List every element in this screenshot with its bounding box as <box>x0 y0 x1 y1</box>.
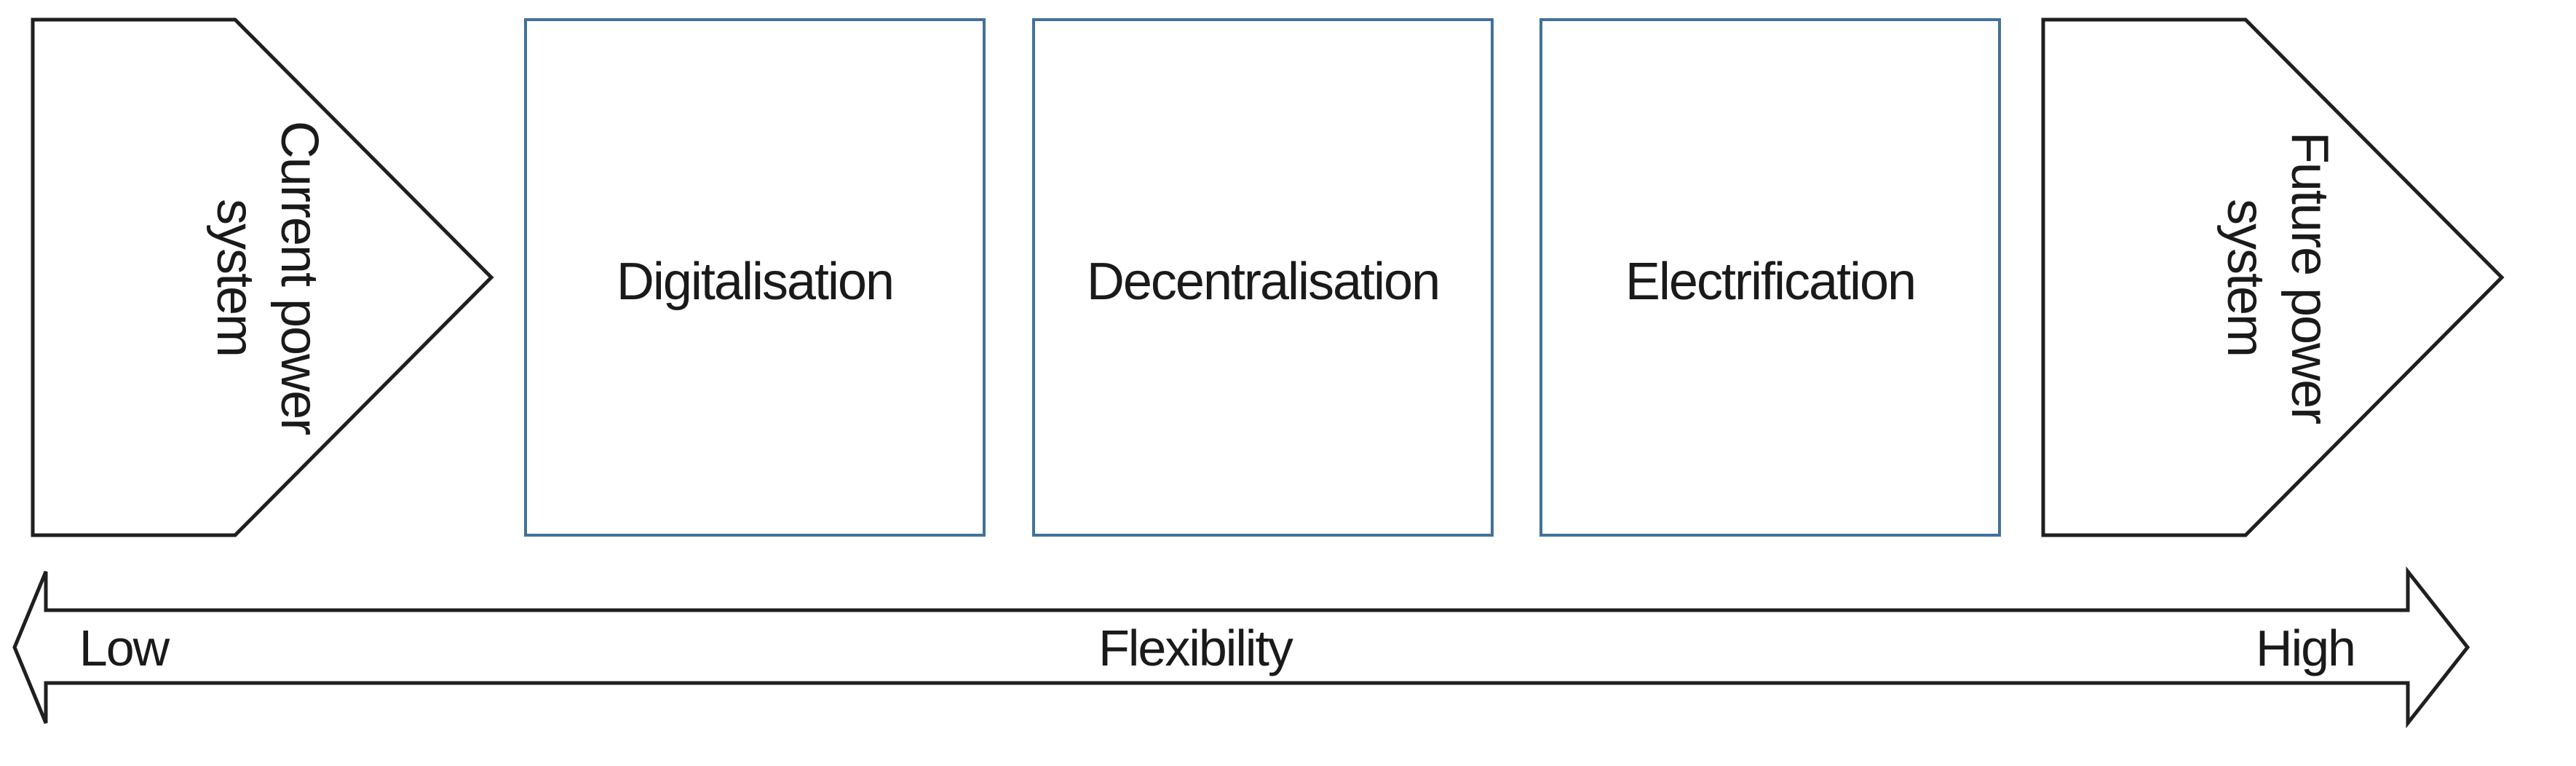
electrification-box-label: Electrification <box>1625 253 1915 311</box>
current-power-system-label: Current power system <box>206 121 328 435</box>
future-power-system-label: Future power system <box>2216 132 2339 424</box>
current-power-system-label-line2: system <box>206 199 264 356</box>
flexibility-axis-label: Flexibility <box>1098 620 1293 676</box>
current-power-system-label-line1: Current power <box>270 121 328 435</box>
decentralisation-box-label: Decentralisation <box>1087 253 1439 311</box>
digitalisation-box <box>524 18 986 537</box>
flexibility-high-label: High <box>2256 620 2355 676</box>
flexibility-axis-arrow <box>12 566 2470 729</box>
future-power-system-label-line1: Future power <box>2280 132 2339 424</box>
future-power-system-label-line2: system <box>2216 199 2275 356</box>
current-power-system-pentagon <box>31 17 494 537</box>
digitalisation-box-label: Digitalisation <box>617 253 893 311</box>
future-power-system-pentagon <box>2041 17 2505 537</box>
decentralisation-box <box>1032 18 1494 537</box>
electrification-box <box>1539 18 2001 537</box>
flexibility-low-label: Low <box>79 620 170 676</box>
